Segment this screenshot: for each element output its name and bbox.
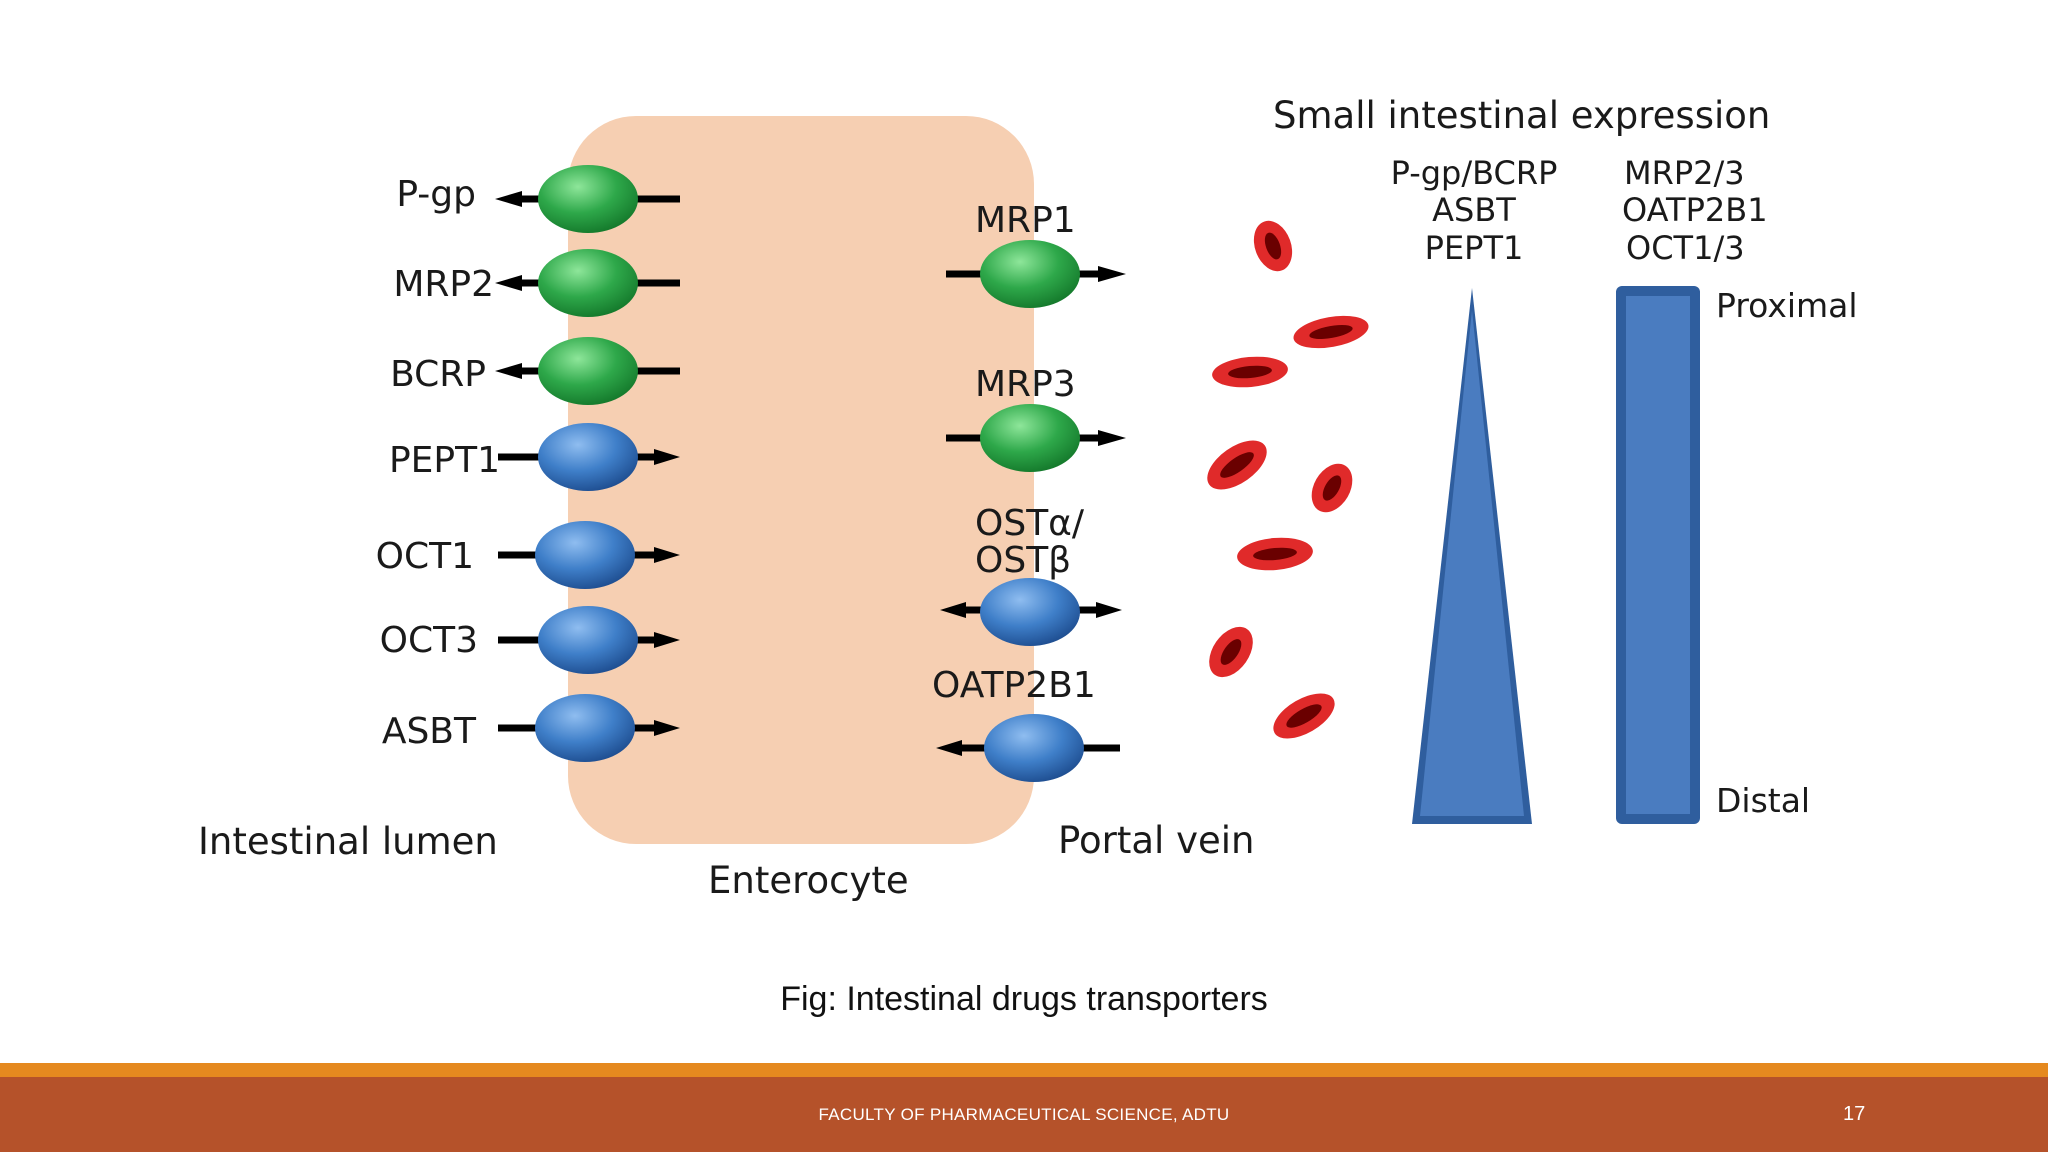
label-asbt: ASBT: [382, 711, 477, 752]
label-oatp2b1: OATP2B1: [932, 665, 1096, 706]
label-intestinal-lumen: Intestinal lumen: [198, 820, 498, 863]
label-mrp1: MRP1: [975, 200, 1076, 241]
enterocyte-cell: [568, 116, 1034, 844]
footer-accent-strip: [0, 1063, 2048, 1077]
transporter-pgp: P-gp: [396, 165, 680, 233]
red-blood-cell: [1253, 220, 1293, 272]
label-mrp3: MRP3: [975, 364, 1076, 405]
red-blood-cell: [1311, 463, 1353, 513]
label-enterocyte: Enterocyte: [708, 859, 909, 902]
label-oct3: OCT3: [380, 620, 478, 661]
footer-bar: [0, 1077, 2048, 1152]
transporter-mrp3: MRP3: [946, 364, 1126, 472]
label-distal: Distal: [1716, 781, 1810, 820]
transporter-oatp2b1: OATP2B1: [932, 665, 1120, 782]
red-blood-cell: [1209, 626, 1253, 678]
label-ost-beta: OSTβ: [975, 540, 1071, 581]
label-bcrp: BCRP: [390, 354, 486, 395]
lumen-transporters: P-gp MRP2 BCRP PEPT1 OCT1: [376, 165, 680, 762]
expression-panel: Small intestinal expression P-gp/BCRP AS…: [1273, 94, 1858, 824]
label-portal-vein: Portal vein: [1058, 819, 1254, 862]
transporter-mrp1: MRP1: [946, 200, 1126, 308]
transporter-ost: OSTα/ OSTβ: [940, 503, 1122, 646]
transporter-pept1: PEPT1: [389, 423, 680, 491]
triangle-group-item: PEPT1: [1425, 229, 1524, 267]
transporter-oct1: OCT1: [376, 521, 680, 589]
red-blood-cell: [1212, 356, 1288, 388]
label-ost-alpha: OSTα/: [975, 503, 1085, 544]
label-proximal: Proximal: [1716, 286, 1858, 325]
triangle-group-item: P-gp/BCRP: [1391, 154, 1558, 192]
label-pept1: PEPT1: [389, 440, 500, 481]
red-blood-cell: [1293, 315, 1369, 349]
red-blood-cell: [1207, 440, 1267, 490]
expression-title: Small intestinal expression: [1273, 94, 1770, 137]
vein-transporters: MRP1 MRP3 OSTα/ OSTβ OATP2B1: [932, 200, 1126, 782]
transporter-oct3: OCT3: [380, 606, 680, 674]
transporter-asbt: ASBT: [382, 694, 680, 762]
red-blood-cell: [1237, 537, 1313, 571]
bar-group-item: MRP2/3: [1624, 154, 1745, 192]
page-number: 17: [1843, 1103, 1866, 1125]
label-pgp: P-gp: [396, 174, 476, 215]
red-blood-cell: [1273, 693, 1335, 739]
bar-group-item: OATP2B1: [1622, 191, 1768, 229]
label-mrp2: MRP2: [393, 264, 494, 305]
footer-text: FACULTY OF PHARMACEUTICAL SCIENCE, ADTU: [818, 1105, 1230, 1124]
transporter-bcrp: BCRP: [390, 337, 680, 405]
label-oct1: OCT1: [376, 536, 474, 577]
triangle-group-item: ASBT: [1432, 191, 1516, 229]
transporter-mrp2: MRP2: [393, 249, 680, 317]
bar-group-item: OCT1/3: [1626, 229, 1745, 267]
red-blood-cells: [1207, 220, 1369, 739]
figure-caption: Fig: Intestinal drugs transporters: [780, 980, 1268, 1018]
